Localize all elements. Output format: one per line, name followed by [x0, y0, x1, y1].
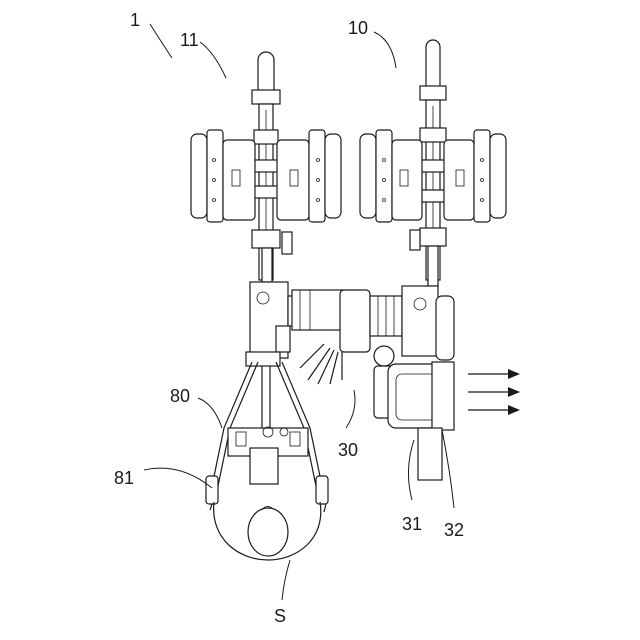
- label-handle-frame: 80: [170, 386, 190, 406]
- left-spine-clamp: [254, 130, 278, 144]
- arrow-icon: [508, 369, 520, 379]
- label-operator: S: [274, 606, 286, 626]
- left-unit-drawing: [191, 52, 341, 504]
- right-transmission: [402, 286, 438, 356]
- label-unit-right: 10: [348, 18, 368, 38]
- label-coupling: 30: [338, 440, 358, 460]
- right-rear-foot: [418, 428, 442, 480]
- label-grip: 81: [114, 468, 134, 488]
- left-rear-foot: [250, 448, 278, 484]
- operator-head: [248, 508, 288, 556]
- coupling-knob: [374, 346, 394, 366]
- right-front-wheel: [426, 40, 440, 92]
- left-wheel-bracket: [252, 90, 280, 104]
- label-body-box: 31: [402, 514, 422, 534]
- left-rotor-tine: [191, 134, 207, 218]
- coupling-housing: [340, 290, 370, 352]
- right-unit-drawing: [360, 40, 520, 480]
- body-cover: [432, 362, 454, 430]
- label-unit-left: 11: [180, 30, 199, 50]
- left-grip: [206, 476, 218, 504]
- label-cover: 32: [444, 520, 464, 540]
- arrow-icon: [508, 387, 520, 397]
- arrow-icon: [508, 405, 520, 415]
- right-grip: [316, 476, 328, 504]
- right-rotor-tine: [360, 134, 376, 218]
- operator-drawing: [210, 502, 326, 560]
- label-figure: 1: [130, 10, 140, 30]
